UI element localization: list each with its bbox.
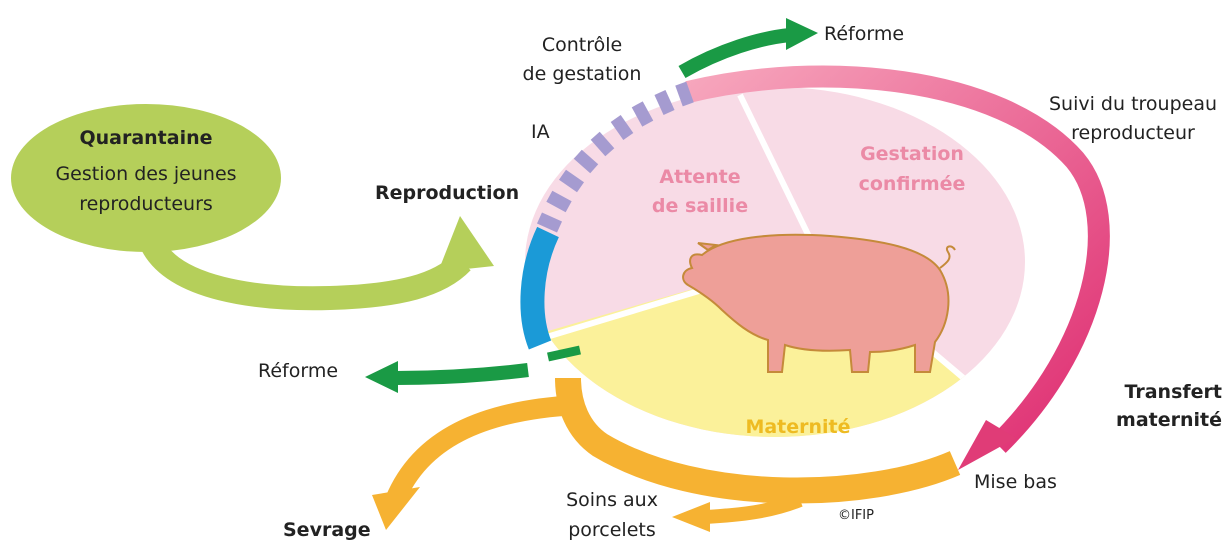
sevrage-arrow-body [395, 405, 578, 500]
controle-label-line2: de gestation [523, 63, 642, 85]
reforme-top-label: Réforme [824, 23, 904, 45]
quarantaine-subtitle-line2: reproducteurs [79, 193, 213, 215]
soins-label-line1: Soins aux [566, 489, 658, 511]
quarantaine-title: Quarantaine [79, 127, 212, 149]
reforme-top-arrow-body [682, 35, 790, 72]
sevrage-arrowhead [372, 487, 420, 530]
attente-label-line2: de saillie [652, 195, 748, 217]
attente-label-line1: Attente [659, 166, 740, 188]
reforme-left-arrowhead [365, 361, 398, 393]
reforme-left-label: Réforme [258, 360, 338, 382]
maternite-label: Maternité [745, 416, 850, 438]
quarantaine-arrowhead [438, 216, 494, 272]
transfert-label-line1: Transfert [1124, 381, 1222, 403]
sevrage-label: Sevrage [283, 519, 371, 541]
controle-label-line1: Contrôle [542, 34, 622, 56]
quarantaine-subtitle-line1: Gestion des jeunes [55, 163, 236, 185]
reforme-top-arrowhead [786, 18, 818, 50]
gestation-label-line2: confirmée [859, 173, 966, 195]
gestation-label-line1: Gestation [860, 143, 964, 165]
transfert-label-line2: maternité [1116, 409, 1222, 431]
mise-bas-label: Mise bas [974, 471, 1057, 493]
copyright-label: ©IFIP [838, 508, 874, 523]
soins-arrowhead [672, 502, 710, 532]
quarantaine-arrow-body [150, 240, 462, 298]
reproduction-label: Reproduction [375, 182, 519, 204]
ia-label: IA [531, 121, 550, 143]
soins-arrow-body [705, 500, 800, 517]
reforme-left-arrow-body [395, 370, 528, 378]
suivi-label-line1: Suivi du troupeau [1049, 93, 1217, 115]
suivi-label-line2: reproducteur [1071, 122, 1195, 144]
soins-label-line2: porcelets [568, 519, 656, 541]
